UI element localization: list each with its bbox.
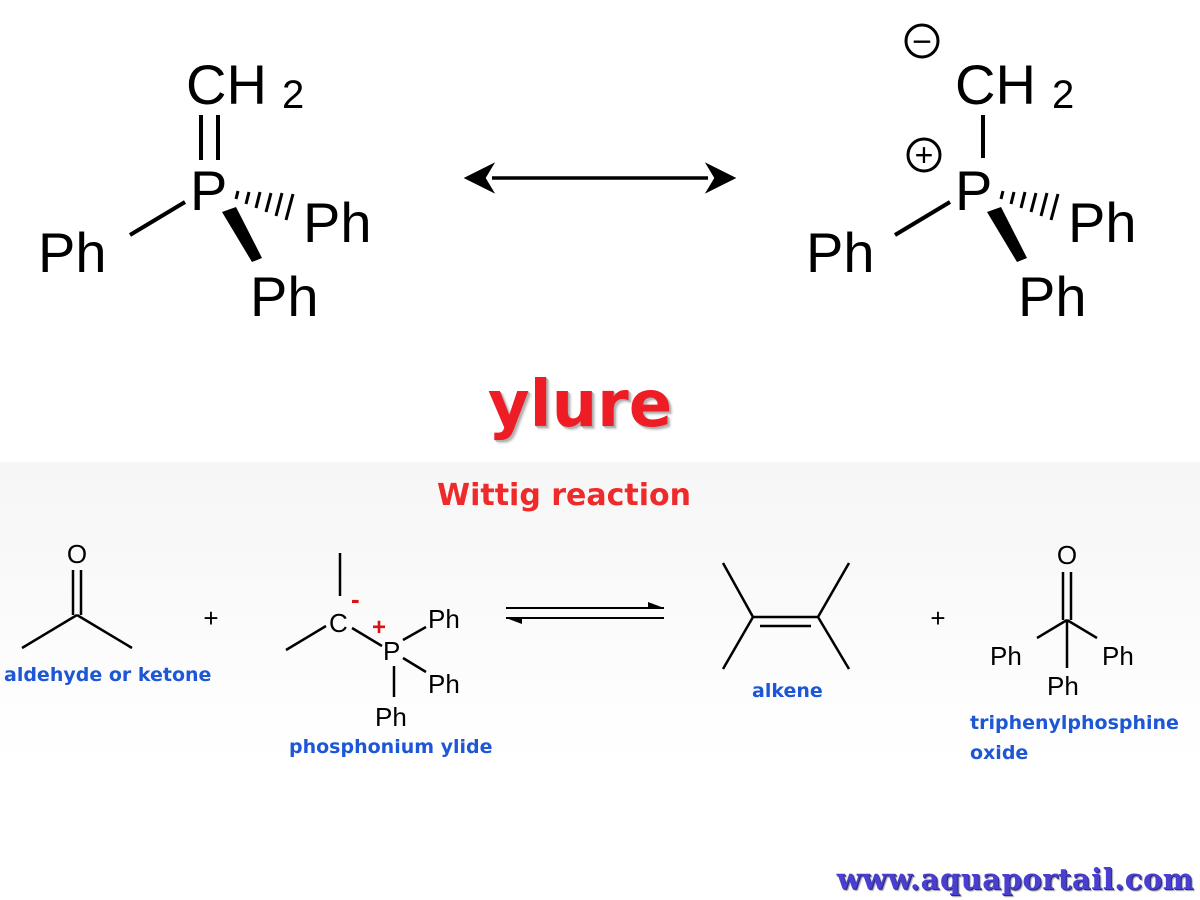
ylide-methyl-bond-left <box>285 624 327 652</box>
alkene-bond-ur <box>816 562 851 618</box>
positive-charge-circle <box>906 137 942 173</box>
oxide-bond-right <box>1066 618 1098 640</box>
plus-sign-products: + <box>930 603 945 633</box>
solid-wedge-bond <box>987 207 1027 262</box>
reaction-background <box>0 462 1200 762</box>
phosphorus-label: P <box>955 159 992 222</box>
oxide-caption-line2: oxide <box>970 742 1029 764</box>
ph-right-label: Ph <box>303 191 372 254</box>
forward-arrow-head <box>648 602 664 608</box>
ch2-subscript: 2 <box>282 73 304 117</box>
phosphorus-label: P <box>383 636 400 666</box>
negative-charge-circle <box>904 23 940 59</box>
hashed-wedge-bond <box>999 190 1060 221</box>
equilibrium-arrows <box>506 602 664 624</box>
oxide-ph-left-label: Ph <box>990 641 1022 671</box>
ch2-subscript: 2 <box>1052 73 1074 117</box>
phosphorus-label: P <box>190 159 227 222</box>
ph-right-label: Ph <box>1068 191 1137 254</box>
ketone-bond-left <box>21 613 78 650</box>
alkene-bond-ul <box>721 562 755 618</box>
ph-bottom-label: Ph <box>250 265 319 328</box>
bond-to-ph-left <box>893 200 952 237</box>
ph3-label: Ph <box>375 702 407 732</box>
ketone-bond-right <box>76 613 133 650</box>
reverse-arrow-head <box>506 618 522 624</box>
ch2-label: CH <box>955 53 1036 116</box>
alkene-bond-lr <box>816 616 851 670</box>
oxide-ph-bottom-label: Ph <box>1047 671 1079 701</box>
ylide-structure-charged: − CH 2 + P Ph Ph Ph <box>806 23 1137 328</box>
ch2-label: CH <box>186 53 267 116</box>
carbanion-label: C <box>329 608 348 638</box>
triphenylphosphine-oxide-structure: O Ph Ph Ph <box>990 540 1134 701</box>
ketone-structure: O <box>21 539 133 650</box>
p-ph1-bond <box>402 625 427 642</box>
alkene-bond-ll <box>721 616 755 670</box>
plus-sign-reactants: + <box>203 603 218 633</box>
ph-left-label: Ph <box>806 221 875 284</box>
positive-charge-sign: + <box>915 137 934 173</box>
ph-bottom-label: Ph <box>1018 265 1087 328</box>
ph2-label: Ph <box>428 669 460 699</box>
hashed-wedge-bond <box>234 190 295 221</box>
page-title: ylure <box>487 368 673 442</box>
ylide-caption: phosphonium ylide <box>289 736 493 758</box>
alkene-structure <box>721 562 851 670</box>
alkene-caption: alkene <box>752 680 823 702</box>
oxide-bond-left <box>1036 618 1068 640</box>
ph1-label: Ph <box>428 604 460 634</box>
phosphonium-charge: + <box>372 614 386 641</box>
bond-to-ph-left <box>128 200 187 237</box>
solid-wedge-bond <box>222 207 262 262</box>
ylide-structure-double-bond: CH 2 P Ph Ph Ph <box>38 53 372 328</box>
ketone-caption: aldehyde or ketone <box>4 664 212 686</box>
phosphonium-ylide-structure: C - + P Ph Ph Ph <box>285 553 460 732</box>
oxide-oxygen-label: O <box>1057 540 1077 570</box>
oxide-ph-right-label: Ph <box>1102 641 1134 671</box>
oxide-caption-line1: triphenylphosphine <box>970 712 1179 734</box>
carbanion-charge: - <box>351 584 360 614</box>
negative-charge-sign: − <box>912 23 932 61</box>
carbonyl-oxygen-label: O <box>67 539 87 569</box>
p-ph2-bond <box>402 656 427 674</box>
c-p-bond <box>351 626 383 648</box>
website-watermark: www.aquaportail.com <box>836 862 1194 896</box>
ph-left-label: Ph <box>38 221 107 284</box>
reaction-title: Wittig reaction <box>436 478 692 513</box>
